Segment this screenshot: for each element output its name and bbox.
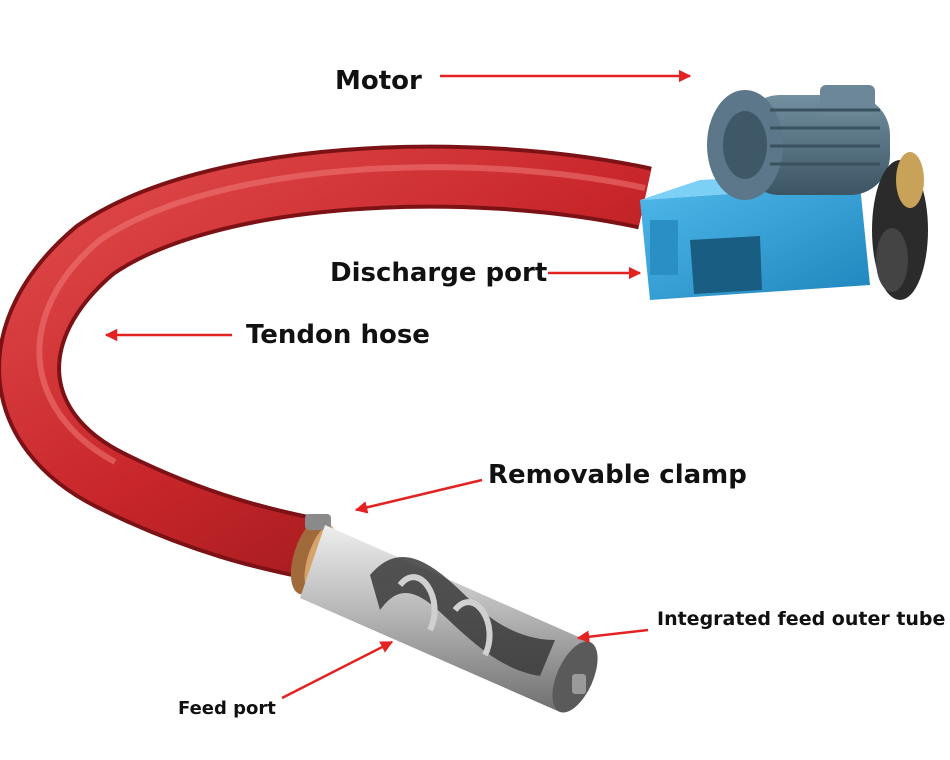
tendon-hose <box>0 144 652 580</box>
motor <box>707 85 890 200</box>
feed-port <box>370 556 555 676</box>
feed-tube-arrow-icon <box>576 628 649 643</box>
integrated-feed-outer-tube-label: Integrated feed outer tube <box>657 608 946 630</box>
motor-label: Motor <box>335 66 422 96</box>
discharge-port-label: Discharge port <box>330 258 548 288</box>
feed-port-arrow-icon <box>281 640 394 700</box>
integrated-feed-outer-tube <box>300 525 598 713</box>
feed-port-label: Feed port <box>178 698 276 719</box>
tendon-hose-label: Tendon hose <box>246 320 430 350</box>
belt-pulley <box>872 152 928 300</box>
removable-clamp-arrow-icon <box>354 478 483 514</box>
removable-clamp-label: Removable clamp <box>488 460 747 490</box>
